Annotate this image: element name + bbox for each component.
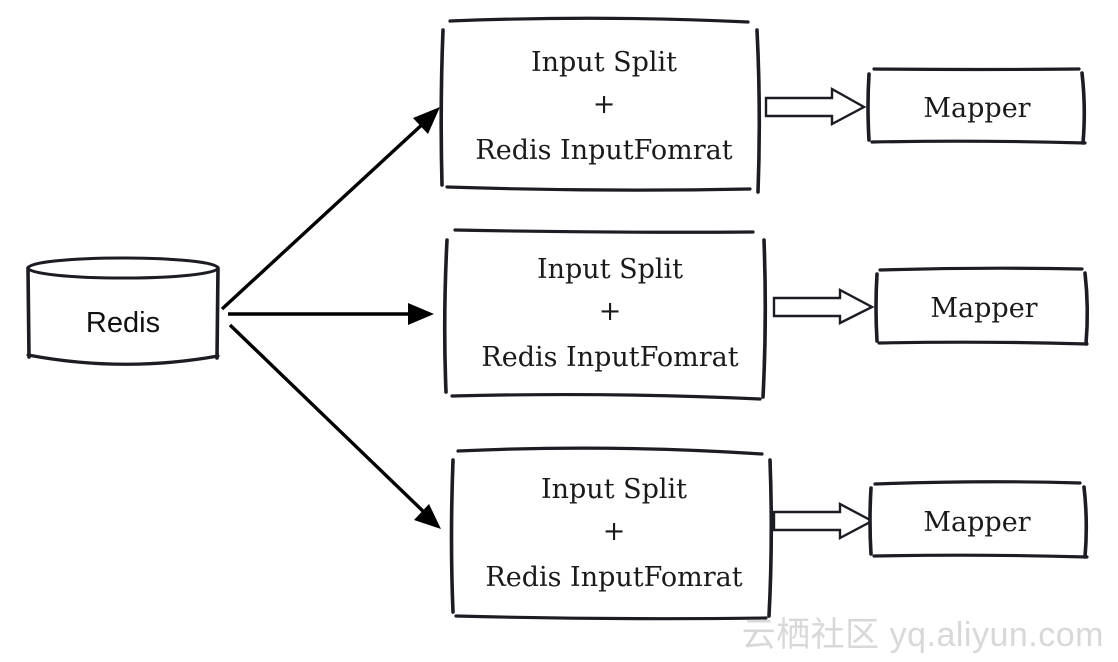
split-box-1-right — [755, 28, 762, 194]
edge-redis-to-split-3-head — [414, 504, 441, 529]
split-box-2-line2: + — [599, 296, 622, 327]
mapper-box-2-top — [878, 266, 1084, 272]
split-box-3-line2: + — [603, 516, 626, 547]
mapper-label-2: Mapper — [930, 293, 1037, 324]
mapper-box-3-top — [873, 480, 1082, 486]
split-box-1: Input Split + Redis InputFomrat — [439, 16, 762, 194]
mapper-box-1-left — [866, 72, 871, 142]
split-box-1-line2: + — [593, 89, 616, 120]
redis-cylinder-bottom — [26, 353, 220, 366]
edge-redis-to-split-2-head — [408, 303, 434, 325]
hollow-arrow-3 — [772, 502, 875, 540]
split-box-2-line3: Redis InputFomrat — [481, 342, 738, 373]
mapper-box-3-right — [1082, 485, 1089, 559]
mapper-box-2-right — [1083, 271, 1090, 346]
split-box-3-line1: Input Split — [541, 474, 687, 505]
split-box-3-line3: Redis InputFomrat — [485, 562, 742, 593]
split-box-3-bottom — [454, 614, 768, 621]
mapper-box-3: Mapper — [868, 480, 1089, 559]
edge-redis-to-split-3 — [228, 323, 428, 516]
split-box-1-left — [439, 28, 445, 187]
watermark: 云栖社区 yq.aliyun.com — [742, 616, 1104, 654]
split-box-3: Input Split + Redis InputFomrat — [449, 446, 774, 621]
hollow-arrow-2 — [772, 288, 875, 325]
split-box-2-right — [761, 238, 768, 399]
split-box-2: Input Split + Redis InputFomrat — [442, 228, 768, 401]
mapper-box-3-left — [868, 486, 873, 556]
redis-cylinder-top — [26, 256, 220, 280]
split-box-2-top — [453, 228, 755, 234]
mapper-label-3: Mapper — [923, 507, 1030, 538]
mapper-box-1-right — [1080, 71, 1087, 145]
split-box-1-line1: Input Split — [531, 47, 677, 78]
redis-database: Redis — [26, 256, 220, 366]
split-box-2-left — [442, 238, 449, 394]
mapper-label-1: Mapper — [923, 93, 1030, 124]
split-box-1-top — [448, 16, 750, 24]
split-box-3-left — [449, 458, 455, 614]
hollow-arrow-1 — [764, 86, 867, 126]
redis-cylinder-left — [26, 266, 31, 359]
mapper-box-1-top — [872, 67, 1081, 72]
mapper-box-2-bottom — [877, 340, 1089, 346]
split-box-1-bottom — [445, 185, 752, 192]
mapper-box-3-bottom — [872, 553, 1089, 559]
edge-redis-to-split-1 — [220, 119, 428, 311]
mapper-box-1: Mapper — [866, 67, 1087, 145]
edge-redis-to-split-1-head — [413, 107, 440, 134]
redis-edges — [220, 107, 441, 529]
mapper-box-1-bottom — [870, 139, 1087, 145]
redis-label: Redis — [86, 307, 160, 339]
split-box-2-line1: Input Split — [537, 254, 683, 285]
mapper-box-2: Mapper — [874, 266, 1090, 346]
split-box-3-right — [767, 458, 774, 618]
split-box-1-line3: Redis InputFomrat — [475, 135, 732, 166]
split-box-3-top — [456, 446, 764, 456]
redis-cylinder-right — [215, 266, 220, 360]
mapper-box-2-left — [874, 272, 879, 343]
split-box-2-bottom — [450, 392, 762, 401]
